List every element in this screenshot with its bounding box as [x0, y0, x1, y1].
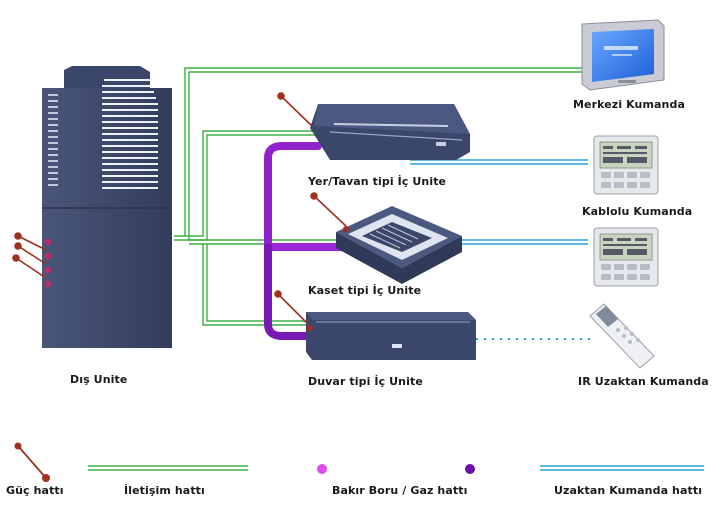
wall-unit-label: Duvar tipi İç Unite	[308, 375, 423, 388]
outdoor-unit-label: Dış Unite	[70, 373, 128, 386]
ir-remote-label: IR Uzaktan Kumanda	[578, 375, 709, 388]
legend-communication-swatch	[88, 465, 248, 471]
central-control-device	[581, 19, 665, 91]
wired-control-device-1	[593, 135, 659, 195]
cassette-unit	[336, 206, 462, 284]
ceiling-unit-label: Yer/Tavan tipi İç Unite	[308, 175, 447, 188]
power-line-wall	[274, 290, 309, 325]
outdoor-unit	[42, 66, 172, 348]
legend-power-label: Güç hattı	[6, 484, 64, 497]
power-line-ceiling	[277, 92, 313, 127]
power-line-cassette	[310, 192, 347, 227]
central-control-label: Merkezi Kumanda	[573, 98, 685, 111]
legend-copper-swatch	[317, 464, 475, 474]
legend-remote-swatch	[540, 465, 704, 471]
wired-control-label: Kablolu Kumanda	[582, 205, 693, 218]
ceiling-unit	[310, 104, 470, 160]
legend-power-swatch	[14, 442, 50, 482]
legend-copper-label: Bakır Boru / Gaz hattı	[332, 484, 468, 497]
wired-control-device-2	[593, 227, 659, 287]
power-lines-outdoor	[12, 232, 47, 279]
cassette-unit-label: Kaset tipi İç Unite	[308, 284, 422, 297]
wall-unit	[306, 312, 476, 360]
ir-remote-device	[589, 303, 655, 369]
legend-remote-label: Uzaktan Kumanda hattı	[554, 484, 703, 497]
legend-communication-label: İletişim hattı	[124, 484, 205, 497]
copper-pipes	[168, 142, 349, 340]
